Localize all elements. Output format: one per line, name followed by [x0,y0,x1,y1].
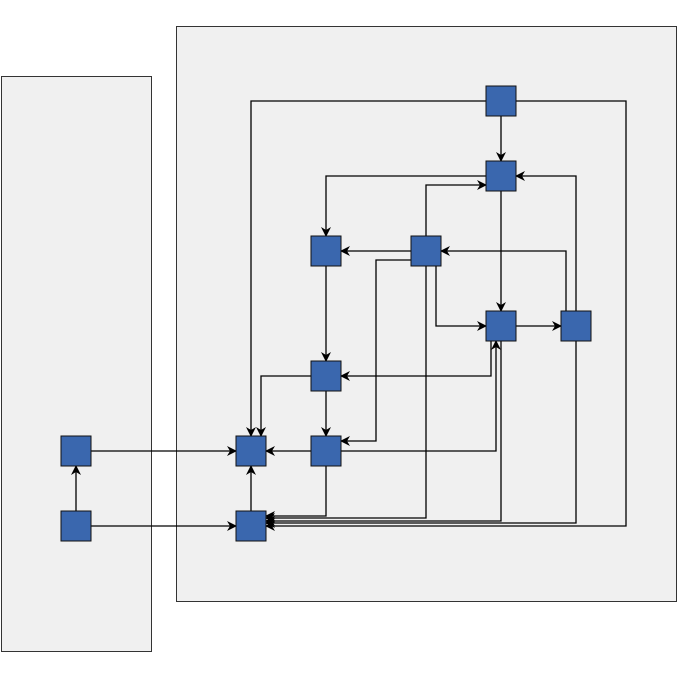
edge-E-to-G [340,341,492,381]
node-B[interactable] [485,160,517,192]
node-I[interactable] [310,435,342,467]
edge-G-to-H [256,375,311,437]
node-D[interactable] [410,235,442,267]
edge-F-to-D [440,246,567,311]
edge-I-to-J [265,466,327,521]
edge-B-to-C [321,175,486,237]
node-F[interactable] [560,310,592,342]
edge-E-to-J [265,341,502,526]
node-L2[interactable] [60,510,92,542]
node-A[interactable] [485,85,517,117]
node-H[interactable] [235,435,267,467]
node-J[interactable] [235,510,267,542]
edge-A-to-J [265,100,627,531]
edge-F-to-J [265,341,577,528]
edge-D-to-E [435,266,487,331]
node-L1[interactable] [60,435,92,467]
edge-A-to-H [246,100,486,437]
node-G[interactable] [310,360,342,392]
edge-F-to-B [515,171,577,311]
edge-D-to-J [265,266,427,523]
edge-D-to-I [340,259,411,446]
node-E[interactable] [485,310,517,342]
node-C[interactable] [310,235,342,267]
left-group-container [1,76,152,652]
edge-I-to-E [341,340,501,452]
edge-D-to-B [425,180,487,236]
